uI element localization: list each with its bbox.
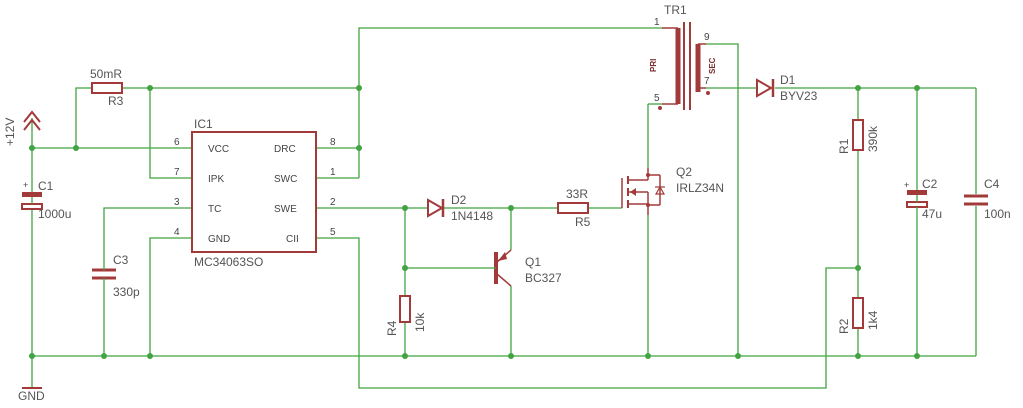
c3-value: 330p [113,285,140,299]
d1-value: BYV23 [780,89,818,103]
c2-name: C2 [922,177,938,191]
tr1-pin9: 9 [704,32,710,43]
junction [402,353,408,359]
c1-name: C1 [38,179,54,193]
ic1-pin-name-vcc: VCC [208,144,229,155]
junction [855,85,861,91]
ic1-pin-name-drc: DRC [274,144,296,155]
diode-d1 [756,78,775,98]
transformer-tr1 [648,22,710,110]
ic1-pin-num-tc: 3 [174,197,180,208]
d2-name: D2 [451,193,467,207]
junction [29,145,35,151]
r2-value: 1k4 [866,310,880,330]
junction [73,145,79,151]
ic1-pin-num-ipk: 7 [174,167,180,178]
junction [147,85,153,91]
ic1-name: IC1 [194,117,213,131]
d2-value: 1N4148 [451,209,493,223]
r3-value: 50mR [90,67,122,81]
resistor-r3 [90,82,124,94]
r4-name: R4 [385,320,399,336]
r1-value: 390k [866,125,880,152]
svg-text:+: + [904,180,909,190]
junction [356,145,362,151]
resistor-r2 [852,296,864,330]
diode-d2 [427,198,445,218]
svg-text:+: + [23,180,28,190]
tr1-sec-label: SEC [708,57,717,74]
ic1-pin-num-drc: 8 [330,137,336,148]
capacitor-c4 [964,194,988,206]
junction [508,205,514,211]
ic1-body [191,131,317,253]
junction [914,85,920,91]
supply-symbol [23,110,41,131]
r1-name: R1 [837,138,851,154]
q1-name: Q1 [525,255,541,269]
supply-label: +12V [3,118,17,146]
r4-value: 10k [413,312,427,332]
tr1-name: TR1 [664,3,687,17]
ic1-pin-name-cii: CII [286,234,299,245]
ic1-value: MC34063SO [194,255,263,269]
c4-name: C4 [984,177,1000,191]
c3-name: C3 [113,253,129,267]
r5-name: R5 [575,215,591,229]
d1-name: D1 [780,73,796,87]
ic1-pin-num-swe: 2 [330,197,336,208]
tr1-pri-label: PRI [649,59,658,72]
r2-name: R2 [837,318,851,334]
capacitor-c1: + [21,180,43,210]
resistor-r5 [556,202,590,214]
q2-value: IRLZ34N [676,181,724,195]
c1-value: 1000u [38,207,71,221]
transistor-q1 [492,249,512,287]
junction [735,353,741,359]
ic1-pin-name-ipk: IPK [208,174,224,185]
tr1-pin7: 7 [704,76,710,87]
c4-value: 100n [984,207,1011,221]
ic1-pin-name-tc: TC [208,204,221,215]
resistor-r4 [399,295,411,323]
capacitor-c2: + [904,180,928,212]
q1-value: BC327 [525,271,562,285]
r5-value: 33R [566,187,588,201]
ic1-pin-num-cii: 5 [330,227,336,238]
junction [855,353,861,359]
q2-name: Q2 [676,165,692,179]
capacitor-c3 [92,268,116,280]
junction [914,353,920,359]
junctions [29,85,920,359]
junction [402,265,408,271]
ic1-pin-name-swe: SWE [274,204,297,215]
junction [101,353,107,359]
transistor-q2 [621,168,666,215]
junction [147,353,153,359]
wires [31,27,977,389]
ic1-pin-num-swc: 1 [330,167,336,178]
ic1-pin-name-gnd: GND [208,234,230,245]
junction [645,353,651,359]
tr1-pin5: 5 [654,93,660,104]
r3-name: R3 [108,94,124,108]
junction [29,353,35,359]
junction [508,353,514,359]
tr1-pin1: 1 [654,17,660,28]
ic1-pin-num-vcc: 6 [174,137,180,148]
junction [356,85,362,91]
resistor-r1 [852,118,864,152]
junction [855,265,861,271]
ic1-pin-name-swc: SWC [274,174,297,185]
junction [402,205,408,211]
ground-label: GND [18,389,45,403]
ic1-pin-num-gnd: 4 [174,227,180,238]
c2-value: 47u [922,207,942,221]
